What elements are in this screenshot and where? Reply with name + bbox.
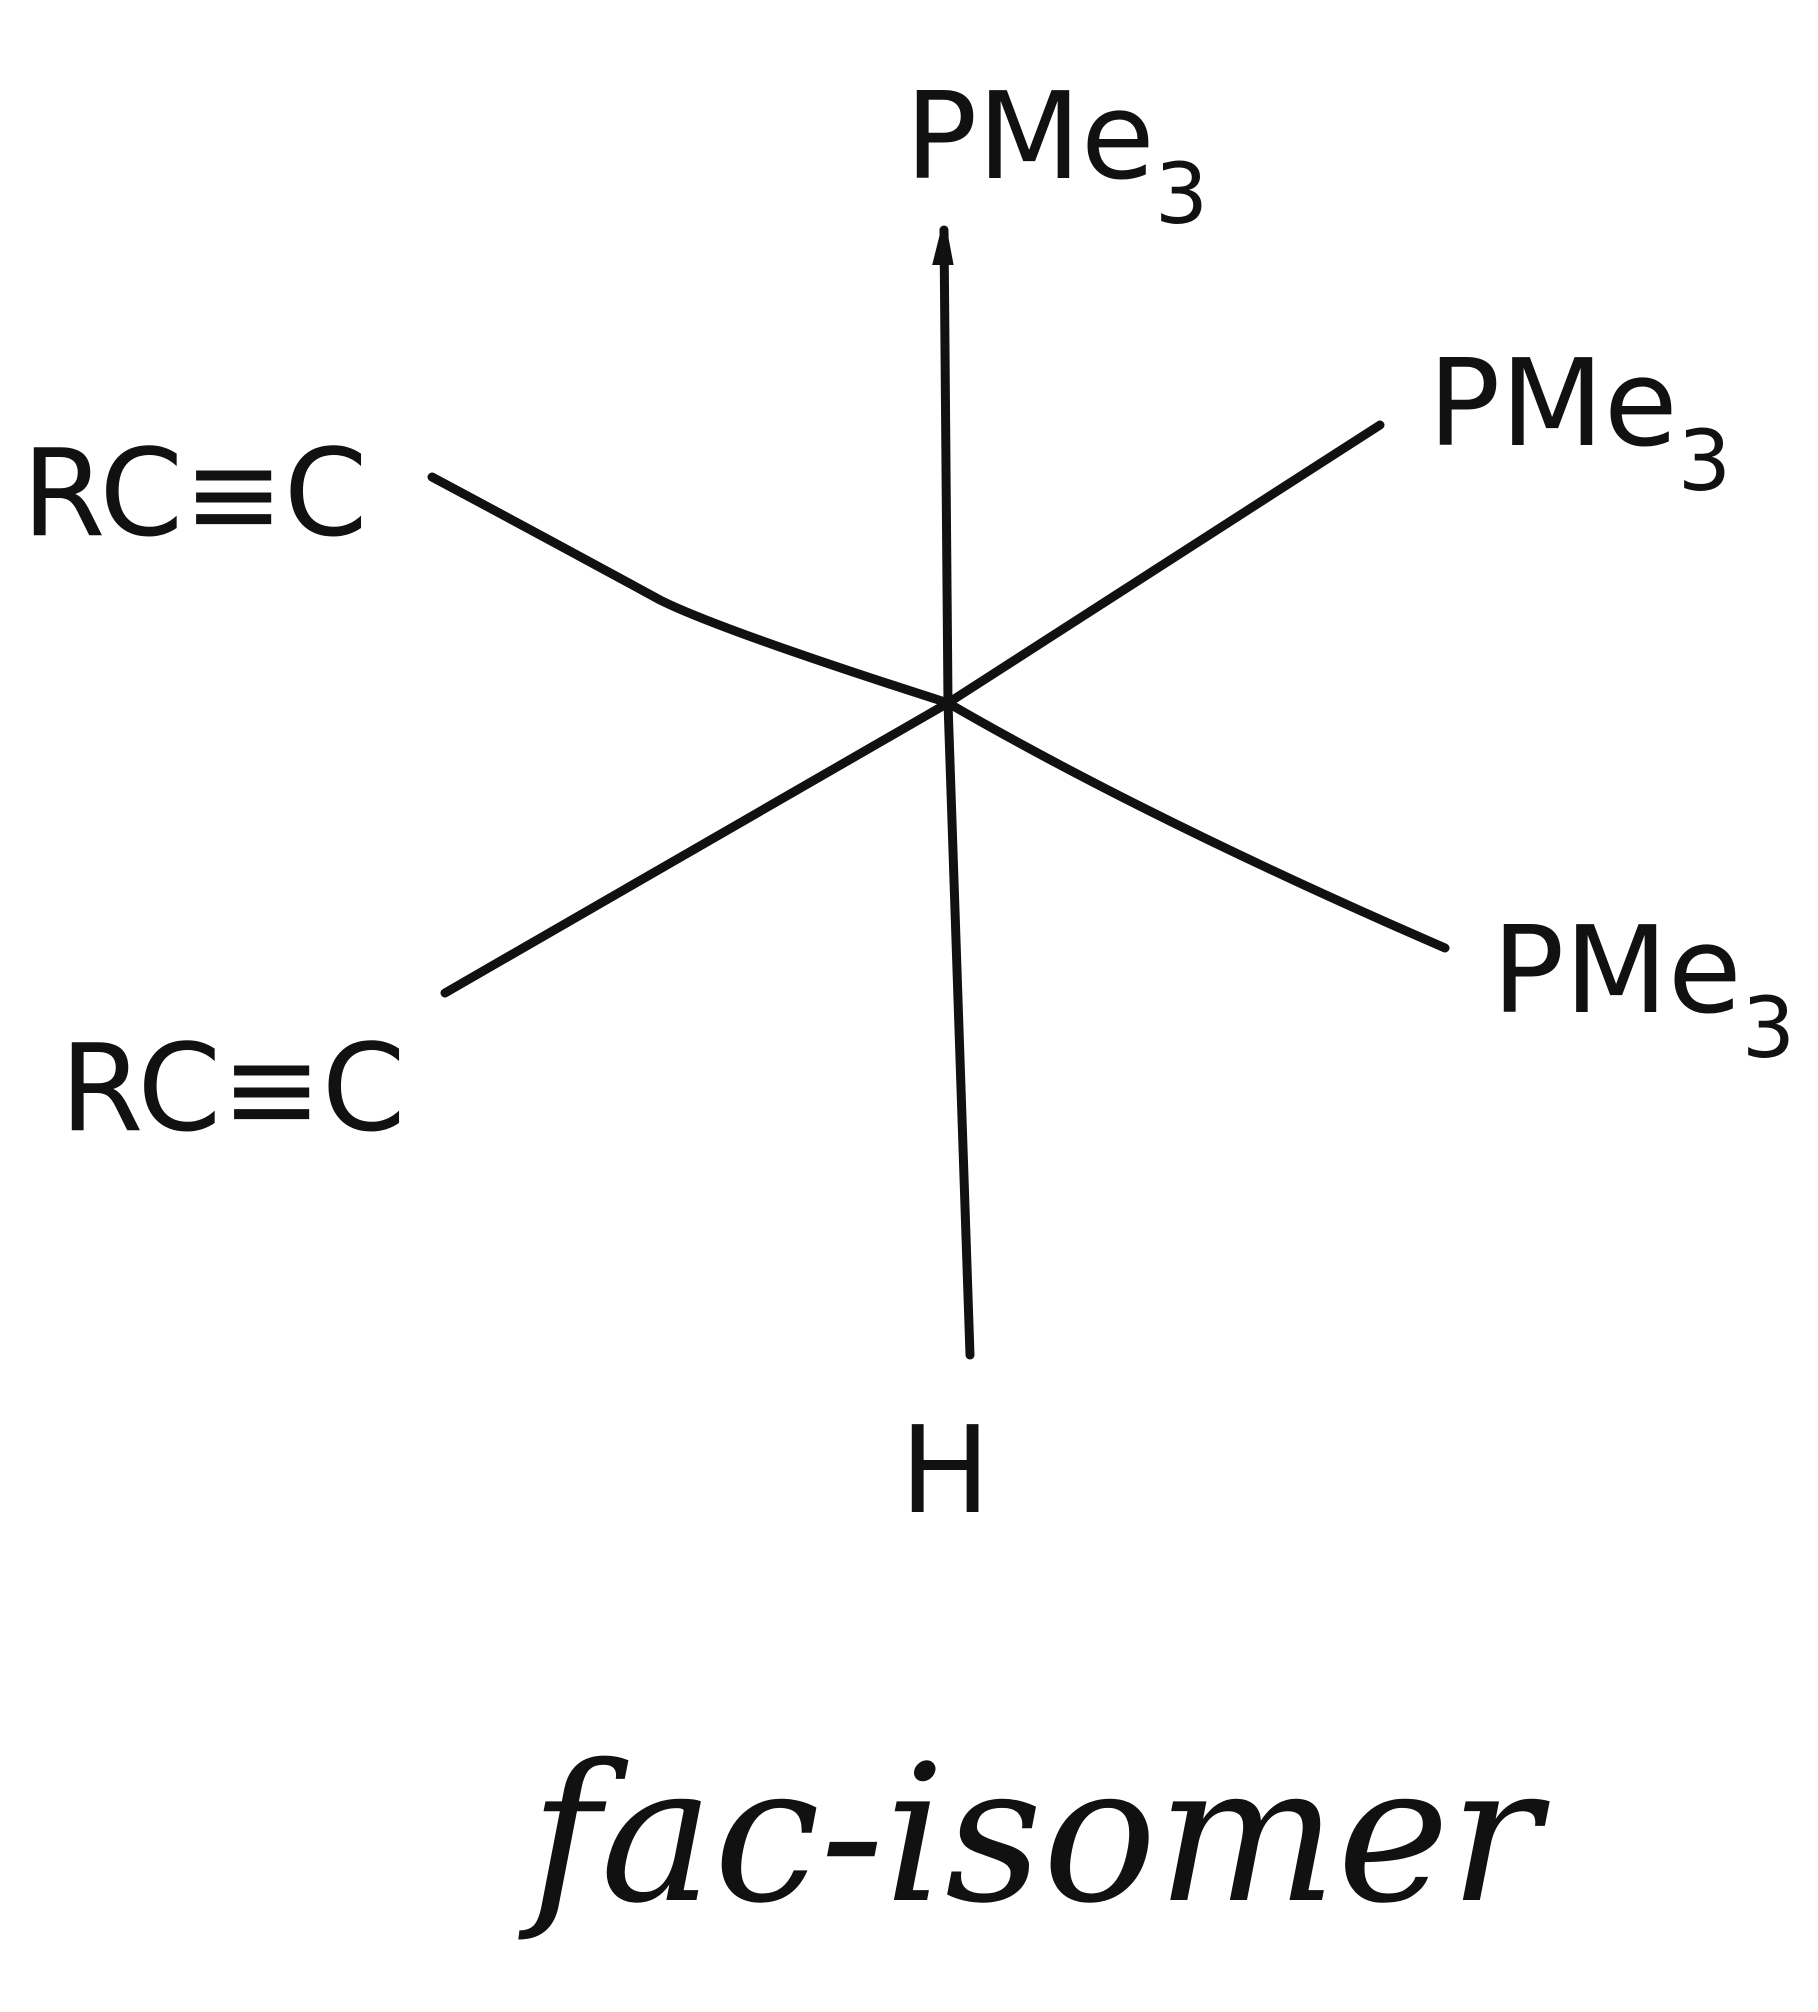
ligand-upper-right-subscript: 3 [1678, 412, 1731, 510]
ligand-label-upper-left: RC≡C [22, 425, 368, 564]
bond-upper-right [943, 420, 1385, 708]
ligand-label-lower-right: PMe3 [1492, 902, 1795, 1077]
bond-upper-left [427, 472, 953, 708]
bond-lower-left [440, 698, 953, 998]
ligand-label-top: PMe3 [905, 68, 1208, 243]
ligand-top-main: PMe [905, 68, 1155, 207]
ligand-label-lower-left: RC≡C [60, 1020, 406, 1159]
ligand-upper-right-main: PMe [1428, 335, 1678, 474]
bond-bottom [943, 698, 975, 1360]
ligand-top-subscript: 3 [1155, 145, 1208, 243]
bond-wedge-top [932, 229, 954, 265]
ligand-label-upper-right: PMe3 [1428, 335, 1731, 510]
ligand-lower-right-main: PMe [1492, 902, 1742, 1041]
isomer-caption: fac-isomer [518, 1724, 1550, 1945]
bond-lower-right [943, 698, 1450, 953]
ligand-lower-right-subscript: 3 [1742, 979, 1795, 1077]
bond-top [939, 225, 953, 708]
ligand-label-bottom: H [900, 1402, 990, 1541]
bonds [427, 225, 1450, 1360]
